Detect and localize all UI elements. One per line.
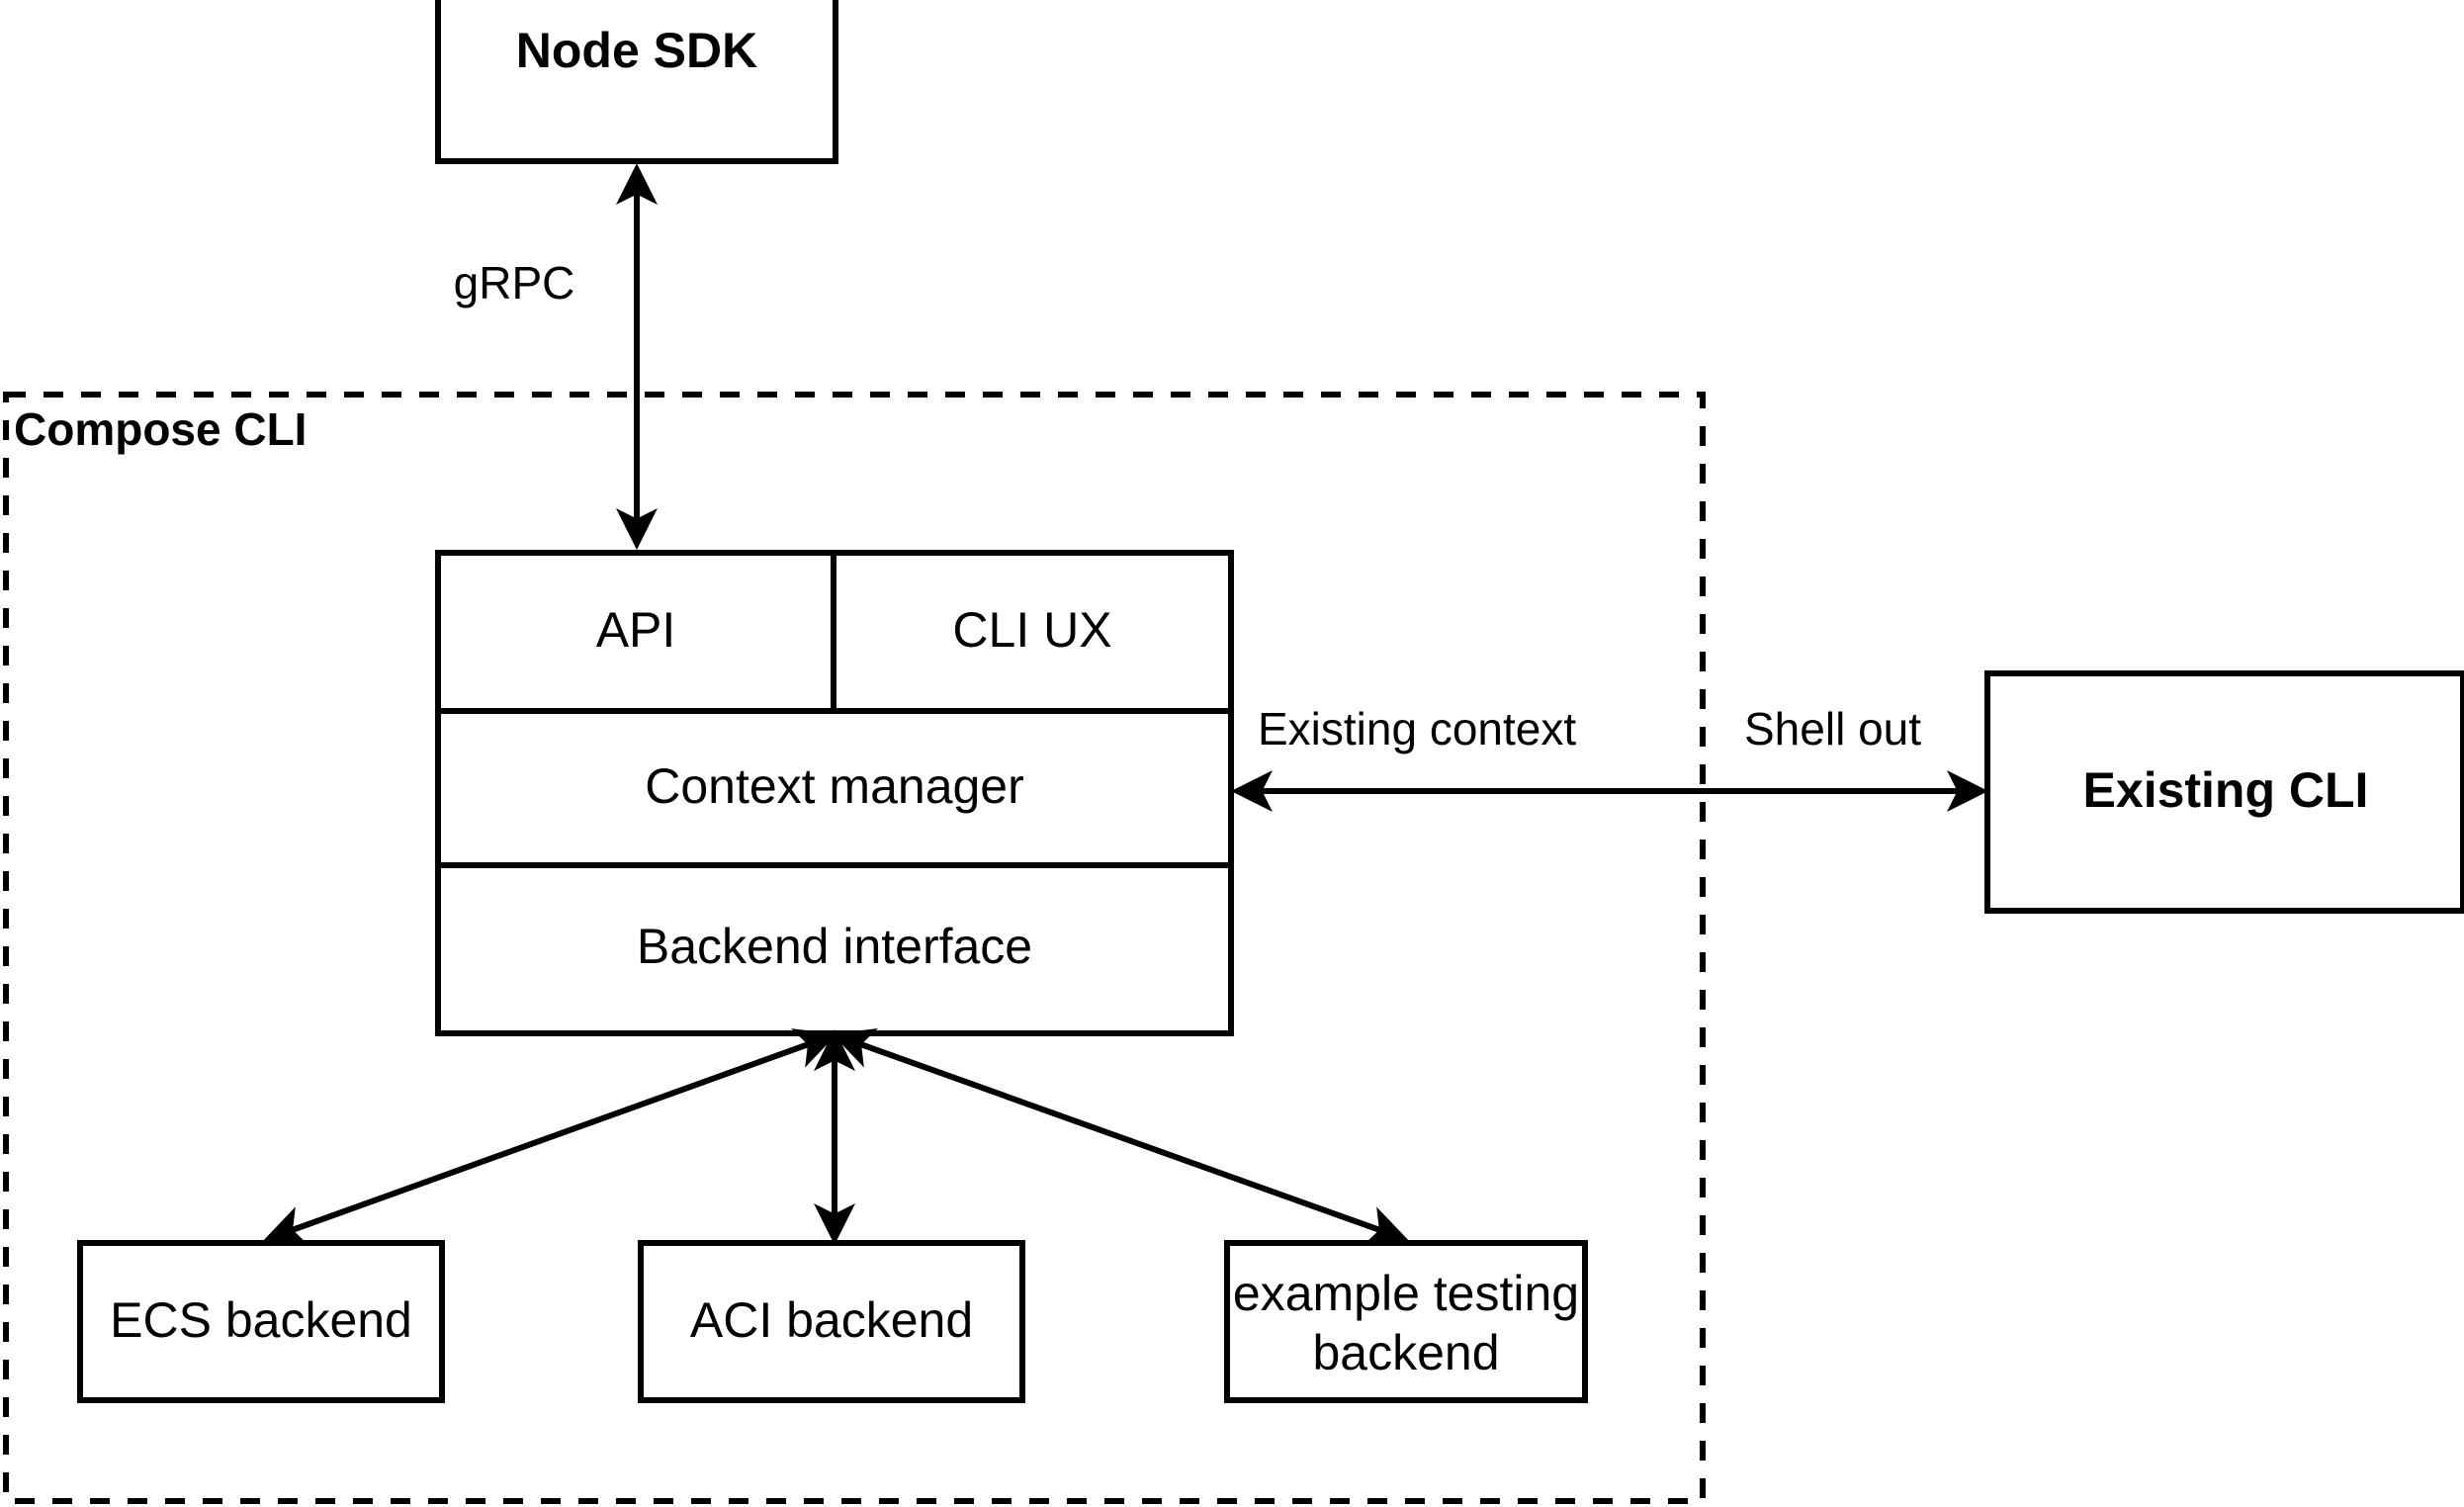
edge-shell-out-label: Shell out: [1744, 703, 1921, 754]
group-compose-cli: [3, 392, 1706, 1504]
node-existing-cli[interactable]: [1984, 670, 2464, 914]
node-backend-interface-label: Backend interface: [637, 919, 1032, 974]
node-ecs-backend[interactable]: [77, 1240, 445, 1403]
node-node-sdk-label: Node SDK: [516, 23, 757, 78]
node-aci-backend[interactable]: [638, 1240, 1025, 1403]
edge-existing-context-label: Existing context: [1258, 703, 1576, 754]
node-ecs-backend-label: ECS backend: [110, 1292, 412, 1348]
node-cli-ux-label: CLI UX: [952, 602, 1111, 658]
node-node-sdk[interactable]: [435, 0, 838, 164]
node-existing-cli-label: Existing CLI: [2083, 762, 2369, 818]
group-compose-cli-label: Compose CLI: [14, 403, 307, 455]
node-example-testing-backend-label-line1: example testing: [1233, 1266, 1579, 1321]
edge-grpc-label: gRPC: [454, 257, 575, 309]
node-api-label: API: [596, 602, 676, 658]
node-example-testing-backend[interactable]: [1224, 1240, 1588, 1403]
edge-to-ecs-backend: [263, 1028, 837, 1246]
edge-to-example-testing-backend: [832, 1028, 1409, 1246]
node-aci-backend-label: ACI backend: [690, 1292, 973, 1348]
node-example-testing-backend-label-line2: backend: [1312, 1325, 1499, 1380]
node-context-manager-label: Context manager: [645, 758, 1024, 814]
